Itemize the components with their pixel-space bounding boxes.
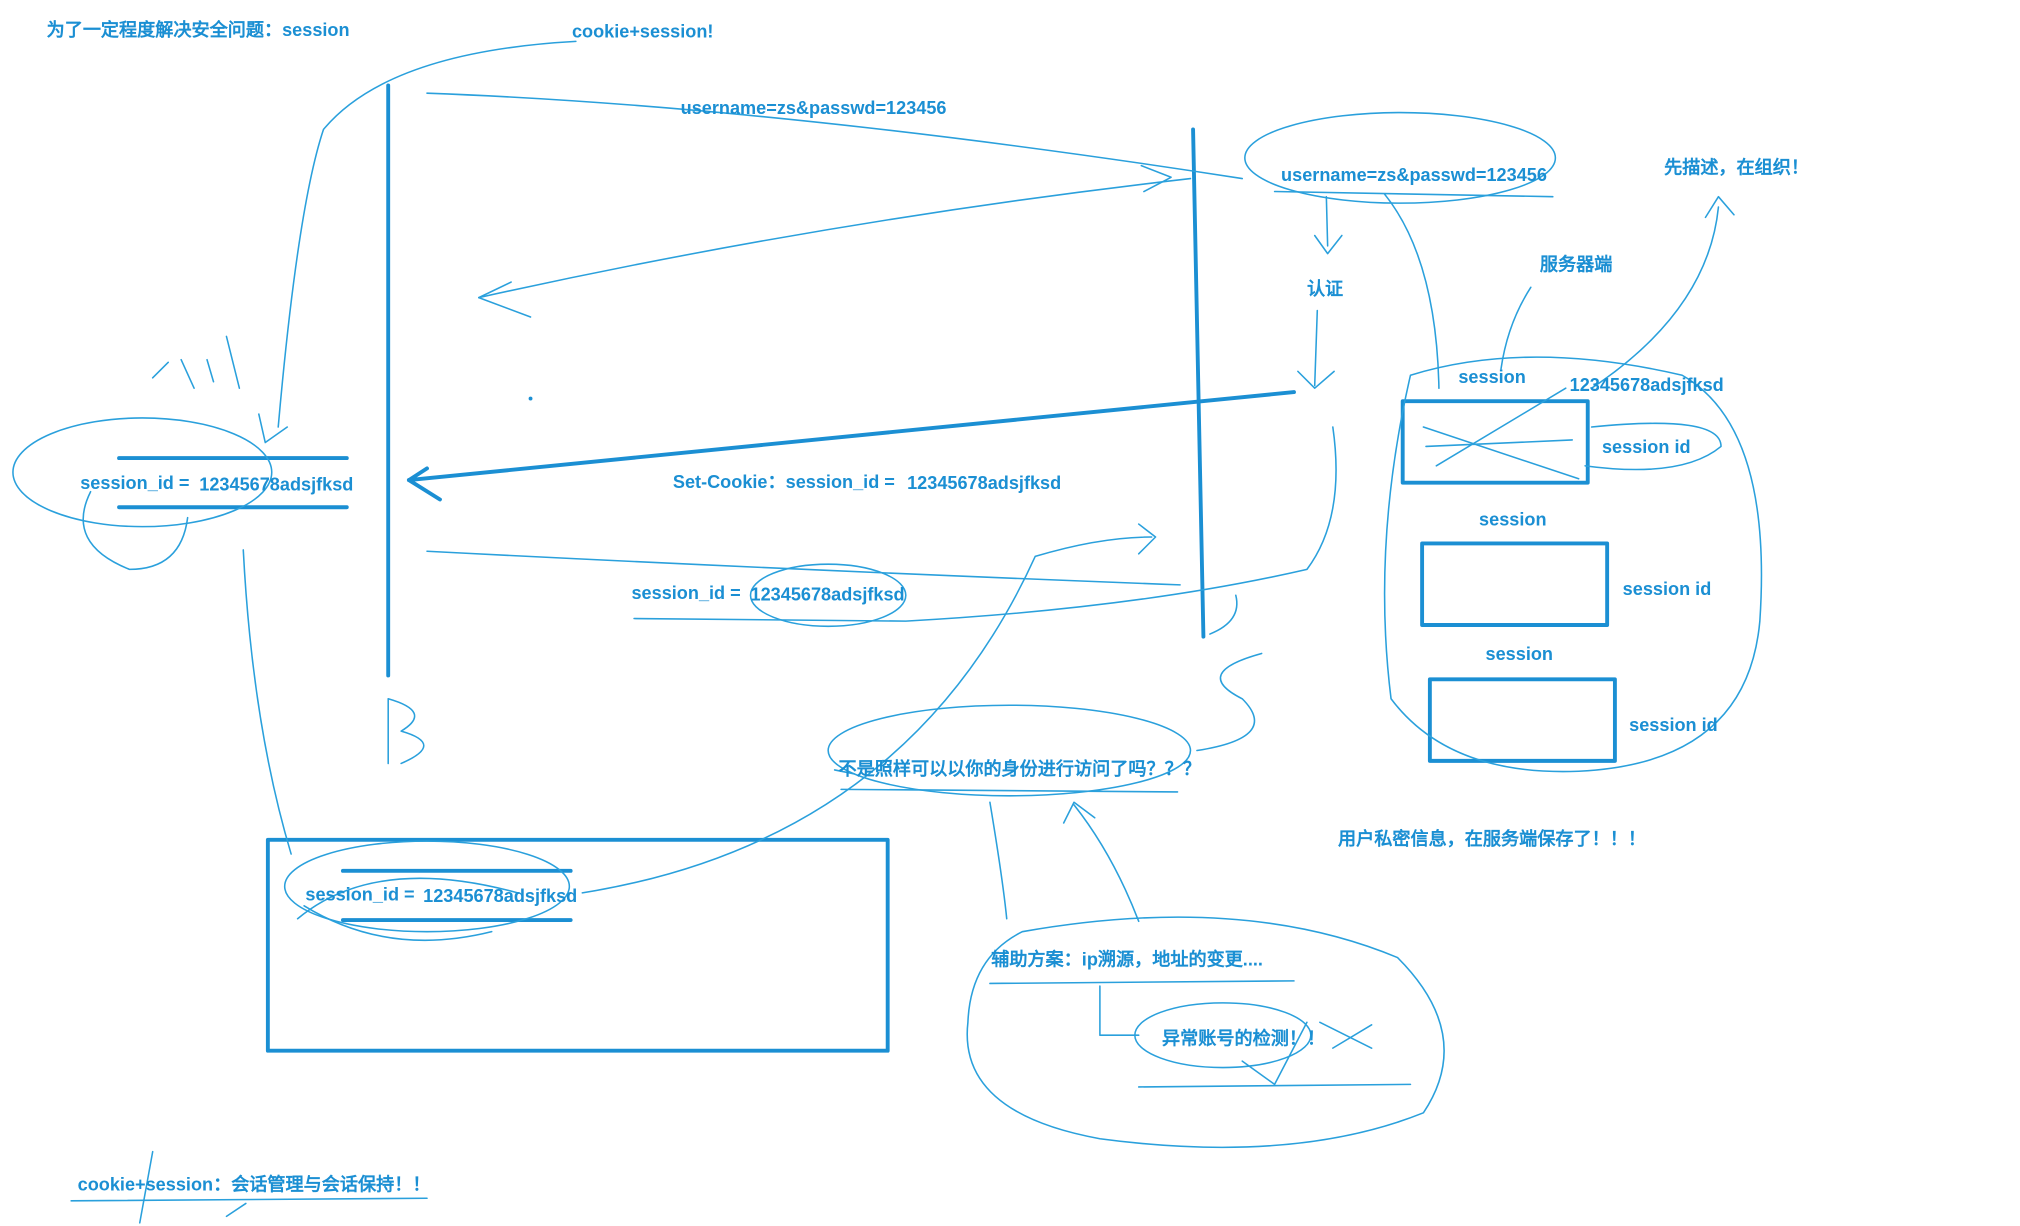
set-cookie-prefix: Set-Cookie：session_id = bbox=[672, 471, 895, 492]
session-box-3 bbox=[1427, 677, 1617, 763]
box1-scribble bbox=[1422, 387, 1722, 480]
set-cookie-arrow-line bbox=[406, 390, 1296, 483]
stolen-cookie-value: 12345678adsjfksd bbox=[423, 885, 578, 906]
abnormal-oval bbox=[1134, 1002, 1312, 1069]
top-curve bbox=[258, 40, 577, 444]
session-mgmt-underline bbox=[70, 1197, 428, 1202]
organize-arrow bbox=[1590, 195, 1735, 389]
client-cookie-oval bbox=[12, 417, 273, 528]
abnormal-detect-label: 异常账号的检测！！ bbox=[1162, 1027, 1326, 1049]
request-to-session bbox=[1383, 193, 1440, 389]
question-underline bbox=[840, 788, 1179, 793]
session-id-3-label: session id bbox=[1629, 714, 1718, 735]
session-id-1-label: session id bbox=[1601, 436, 1691, 457]
private-info-label: 用户私密信息，在服务端保存了！！！ bbox=[1337, 828, 1646, 849]
auth-down-arrow bbox=[1297, 309, 1335, 389]
server-loose-stroke bbox=[1196, 652, 1263, 752]
client-cookie-value: 12345678adsjfksd bbox=[199, 473, 354, 495]
server-side-label: 服务器端 bbox=[1539, 253, 1613, 275]
session-id-2-label: session id bbox=[1622, 578, 1712, 600]
client-request-label: username=zs&passwd=123456 bbox=[680, 97, 947, 118]
server-connector bbox=[1209, 594, 1238, 635]
aux-underline bbox=[989, 980, 1295, 985]
resend-cookie-value: 12345678adsjfksd bbox=[750, 583, 905, 605]
resend-value-oval bbox=[749, 563, 907, 628]
session-3-label: session bbox=[1485, 643, 1553, 664]
to-auth-arrow bbox=[1313, 195, 1343, 255]
aux-plan-label: 辅助方案：ip溯源，地址的变更.... bbox=[991, 948, 1263, 970]
session-box-1 bbox=[1400, 399, 1590, 485]
set-cookie-value: 12345678adsjfksd bbox=[907, 472, 1062, 494]
aux-lower-line bbox=[1137, 1083, 1412, 1088]
abnormal-check bbox=[1241, 1021, 1373, 1086]
client-scribble bbox=[151, 335, 241, 389]
question-oval bbox=[827, 704, 1192, 797]
stolen-scribble bbox=[296, 877, 519, 942]
server-sessions-oval bbox=[1383, 356, 1763, 773]
aux-up-arrow bbox=[1062, 801, 1140, 923]
session-mgmt-tick bbox=[138, 1150, 247, 1224]
resend-underline bbox=[633, 426, 1337, 622]
stray-dot bbox=[528, 396, 533, 401]
steal-path bbox=[242, 549, 292, 855]
client-cookie-key: session_id = bbox=[80, 472, 190, 494]
session-mgmt-label: cookie+session：会话管理与会话保持！！ bbox=[77, 1173, 431, 1195]
client-cookie-loop bbox=[82, 490, 189, 571]
request-arrowhead bbox=[1140, 164, 1172, 193]
auth-label: 认证 bbox=[1306, 278, 1344, 299]
return-arrowhead bbox=[478, 281, 532, 318]
session-2-label: session bbox=[1479, 508, 1547, 530]
server-request-underline bbox=[1273, 190, 1554, 198]
server-request-label: username=zs&passwd=123456 bbox=[1281, 164, 1547, 186]
aux-oval bbox=[966, 916, 1445, 1149]
return-arrow bbox=[478, 177, 1192, 299]
cookie-session-label: cookie+session! bbox=[571, 20, 714, 42]
session-box-2 bbox=[1420, 541, 1610, 627]
set-cookie-arrowhead bbox=[406, 466, 442, 502]
request-arrow bbox=[426, 92, 1244, 180]
resend-request bbox=[426, 550, 1181, 586]
attacker-arrow bbox=[581, 523, 1157, 894]
stolen-oval bbox=[283, 840, 571, 933]
question-left-line bbox=[833, 769, 855, 775]
organize-label: 先描述，在组织！ bbox=[1664, 156, 1810, 178]
letter-b-stroke bbox=[387, 697, 425, 765]
server-timeline bbox=[1191, 127, 1206, 639]
stolen-cookie-key: session_id = bbox=[305, 883, 415, 905]
session-1-value: 12345678adsjfksd bbox=[1569, 373, 1724, 395]
question-to-aux bbox=[989, 801, 1008, 920]
question-label: 不是照样可以以你的身份进行访问了吗？？？ bbox=[838, 758, 1201, 779]
stolen-cookie-box bbox=[265, 837, 890, 1053]
resend-cookie-key: session_id = bbox=[631, 582, 741, 604]
aux-connector bbox=[1099, 985, 1140, 1036]
server-request-oval bbox=[1244, 111, 1557, 204]
diagram-title: 为了一定程度解决安全问题：session bbox=[46, 19, 350, 41]
server-label-pointer bbox=[1500, 286, 1532, 370]
session-1-label: session bbox=[1458, 366, 1526, 387]
